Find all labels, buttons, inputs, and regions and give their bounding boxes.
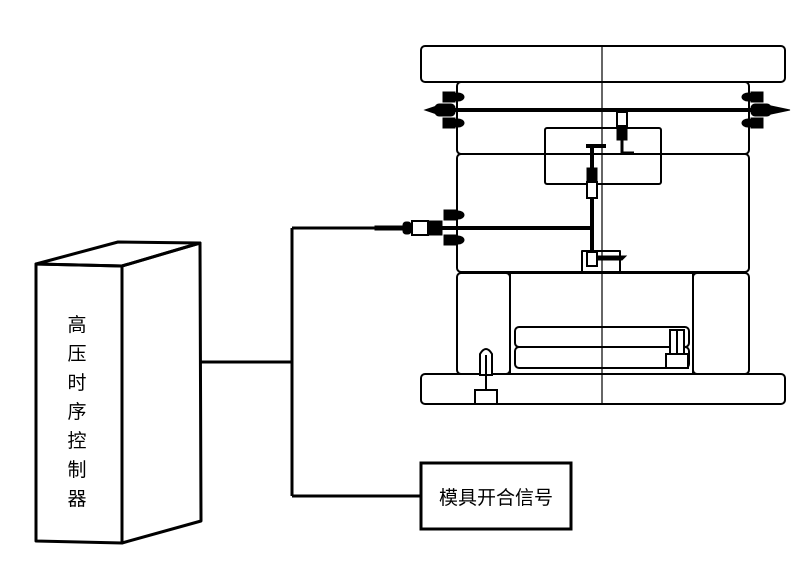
- pipes: [440, 108, 765, 258]
- bottom-clamp-plate: [420, 373, 786, 405]
- wiring: [201, 226, 421, 498]
- controller-label-char: 高: [67, 314, 86, 336]
- controller-label: 高 压 时 序 控 制 器: [67, 314, 86, 510]
- mid-vertical-connector: [586, 167, 598, 199]
- controller-top-face: [34, 240, 202, 268]
- bolts: [474, 329, 689, 405]
- right-support-block: [692, 272, 750, 375]
- top-clamp-plate: [420, 45, 786, 83]
- left-upper-connector: [423, 91, 465, 129]
- upper-mold-plate: [456, 81, 750, 155]
- controller-side-face: [120, 241, 203, 545]
- controller-label-char: 压: [67, 343, 86, 365]
- mold-assembly: [420, 45, 786, 405]
- controller-label-char: 器: [67, 488, 86, 510]
- controller-label-char: 序: [67, 401, 86, 423]
- cavity-insert: [544, 127, 662, 185]
- controller-box: [34, 240, 203, 545]
- controller-label-char: 制: [67, 459, 86, 481]
- fittings: [374, 91, 791, 267]
- sprue-connector: [586, 251, 628, 267]
- middle-mold-plate: [456, 153, 750, 273]
- controller-label-char: 控: [67, 430, 86, 452]
- signal-box-frame: [419, 461, 573, 531]
- controller-label-char: 时: [67, 372, 86, 394]
- ejector-bolt: [665, 329, 689, 369]
- right-upper-connector: [741, 91, 791, 129]
- mold-signal-box: 模具开合信号: [419, 461, 573, 531]
- lower-left-connector: [374, 209, 465, 246]
- signal-box-label: 模具开合信号: [439, 487, 553, 509]
- cavity-top-connector: [616, 111, 628, 141]
- bottom-left-bolt: [474, 348, 498, 405]
